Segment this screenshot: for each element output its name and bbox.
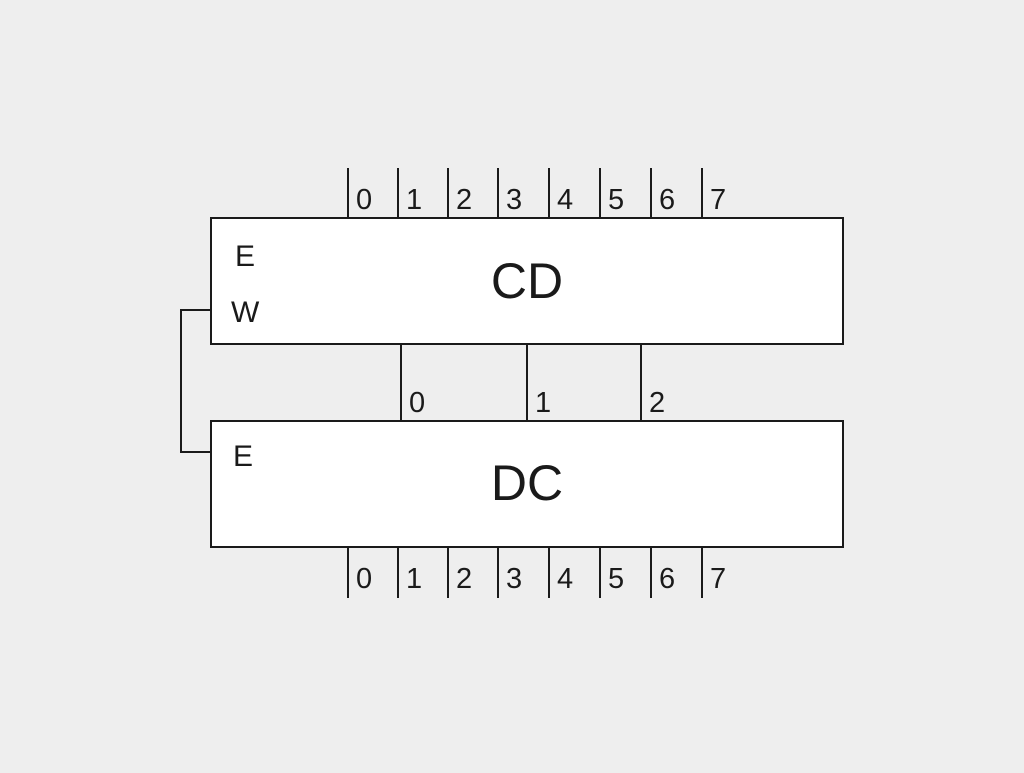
encoder-input-pin-label-5: 5 — [608, 184, 624, 216]
decoder-title: DC — [491, 455, 563, 511]
encoder-input-pin-label-1: 1 — [406, 184, 422, 216]
encoder-input-pins: 0 1 2 3 4 5 6 7 — [347, 168, 726, 218]
encoder-output-pin-label-2: 2 — [649, 387, 665, 419]
encoder-input-pin-label-7: 7 — [710, 184, 726, 216]
decoder-output-pin-label-6: 6 — [659, 563, 675, 595]
decoder-output-pin-label-2: 2 — [456, 563, 472, 595]
decoder-output-pin-label-4: 4 — [557, 563, 573, 595]
decoder-enable-label: E — [233, 440, 253, 473]
decoder-output-pin-label-5: 5 — [608, 563, 624, 595]
encoder-block: CD E W — [210, 217, 844, 345]
encoder-write-label: W — [231, 296, 260, 329]
decoder-output-pin-label-7: 7 — [710, 563, 726, 595]
decoder-output-pin-label-0: 0 — [356, 563, 372, 595]
encoder-input-pin-label-3: 3 — [506, 184, 522, 216]
encoder-input-pin-label-4: 4 — [557, 184, 573, 216]
decoder-output-pin-label-3: 3 — [506, 563, 522, 595]
encoder-box — [210, 217, 844, 345]
encoder-input-pin-label-6: 6 — [659, 184, 675, 216]
write-to-enable-wire — [180, 309, 211, 453]
encoder-title: CD — [491, 253, 563, 309]
decoder-box — [210, 420, 844, 548]
decoder-block: DC E — [210, 420, 844, 548]
encoder-input-pin-label-0: 0 — [356, 184, 372, 216]
encoder-output-pin-label-0: 0 — [409, 387, 425, 419]
encoder-output-pins: 0 1 2 — [400, 344, 665, 421]
encoder-enable-label: E — [235, 240, 255, 273]
encoder-input-pin-label-2: 2 — [456, 184, 472, 216]
encoder-output-pin-label-1: 1 — [535, 387, 551, 419]
decoder-output-pins: 0 1 2 3 4 5 6 7 — [347, 547, 726, 598]
decoder-output-pin-label-1: 1 — [406, 563, 422, 595]
